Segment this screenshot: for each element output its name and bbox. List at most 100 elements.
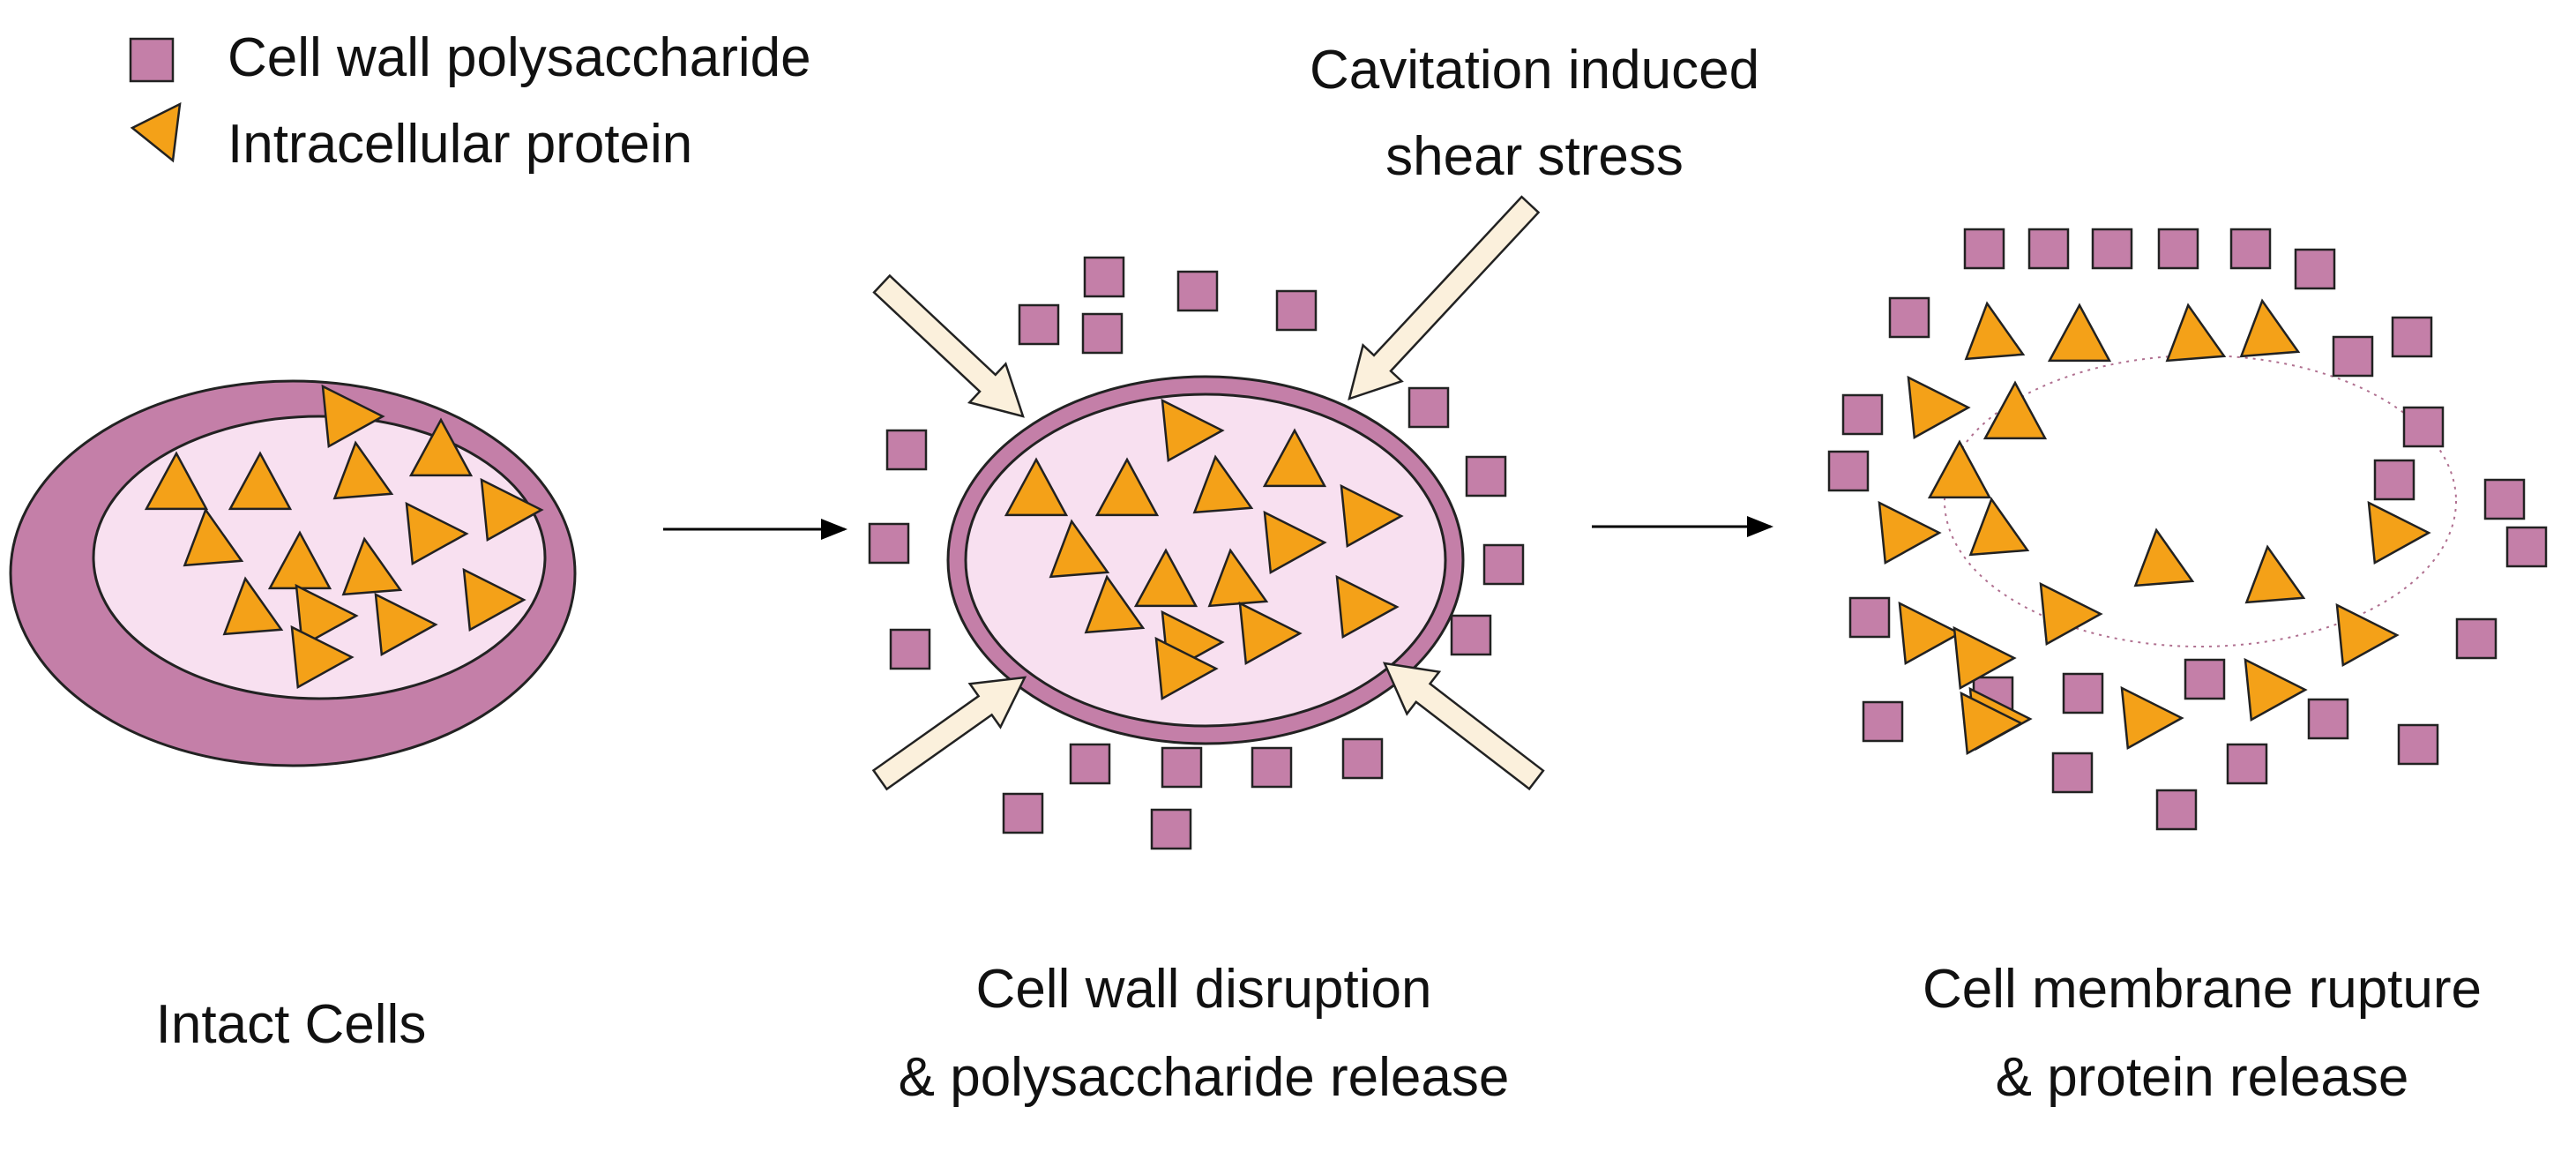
protein-triangle-icon: [321, 384, 385, 449]
protein-triangle-icon: [228, 451, 293, 511]
protein-triangle-icon: [2047, 303, 2112, 363]
polysaccharide-square-icon: [2062, 672, 2104, 714]
polysaccharide-square-icon: [1963, 228, 2005, 270]
polysaccharide-square-icon: [889, 628, 931, 670]
protein-triangle-icon: [1263, 510, 1327, 575]
polysaccharide-square-icon: [1407, 386, 1450, 429]
disrupted-cell: [868, 195, 1545, 850]
shear-stress-arrow-icon: [872, 273, 1025, 418]
disrupted-cell-proteins: [1004, 398, 1404, 701]
protein-triangle-icon: [1154, 636, 1219, 701]
protein-triangle-icon: [1968, 497, 2030, 557]
protein-triangle-icon: [2244, 657, 2308, 722]
protein-triangle-icon: [1953, 625, 2017, 691]
polysaccharide-square-icon: [2391, 316, 2433, 358]
shear-stress-arrow-icon: [1382, 662, 1545, 791]
polysaccharide-square-icon: [1176, 270, 1219, 312]
polysaccharide-square-icon: [1081, 312, 1124, 355]
disrupted-cell-cytoplasm: [964, 393, 1447, 728]
polysaccharide-square-icon: [2091, 228, 2133, 270]
polysaccharide-square-icon: [1341, 737, 1384, 780]
shear-stress-annotation: Cavitation induced shear stress: [1310, 40, 1759, 187]
protein-triangle-icon: [295, 583, 359, 648]
polysaccharide-square-icon: [1450, 614, 1492, 656]
protein-triangle-icon: [1927, 439, 1992, 499]
released-polysaccharides-final: [1827, 228, 2548, 831]
polysaccharide-square-icon: [1465, 455, 1507, 497]
polysaccharide-square-icon: [2483, 478, 2526, 520]
protein-triangle-icon: [144, 451, 209, 511]
legend: Cell wall polysaccharide Intracellular p…: [129, 27, 811, 175]
polysaccharide-square-icon: [2332, 335, 2374, 378]
polysaccharide-square-icon: [1862, 700, 1904, 743]
protein-triangle-icon: [2120, 685, 2184, 751]
polysaccharide-square-icon: [2184, 658, 2226, 700]
polysaccharide-square-icon: [2051, 752, 2094, 794]
protein-triangle-icon: [1335, 574, 1400, 640]
polysaccharide-square-icon: [885, 429, 928, 471]
protein-triangle-icon: [1004, 457, 1069, 517]
stage-3-caption-line2: & protein release: [1996, 1047, 2409, 1108]
ruptured-cell: [1827, 228, 2548, 831]
polysaccharide-square-icon: [1827, 450, 1870, 492]
protein-triangle-icon: [183, 507, 244, 567]
stage-2-caption-line1: Cell wall disruption: [976, 959, 1432, 1020]
shear-stress-arrow-icon: [1348, 195, 1541, 400]
polysaccharide-square-icon: [2157, 228, 2199, 270]
polysaccharide-square-icon: [1841, 393, 1884, 436]
protein-triangle-icon: [341, 536, 403, 596]
shear-stress-arrow-icon: [871, 676, 1027, 791]
protein-triangle-icon: [1049, 519, 1110, 579]
polysaccharide-square-icon: [1848, 596, 1891, 639]
protein-triangle-icon: [1133, 548, 1198, 608]
polysaccharide-square-icon: [2229, 228, 2272, 270]
protein-triangle-icon: [2335, 602, 2400, 668]
protein-triangle-icon: [290, 625, 355, 690]
polysaccharide-square-icon: [2294, 248, 2336, 290]
polysaccharide-square-icon: [1888, 296, 1930, 339]
stage-2-caption-line2: & polysaccharide release: [899, 1047, 1510, 1108]
protein-triangle-icon: [332, 440, 394, 500]
intact-cell: [9, 379, 577, 767]
polysaccharide-square-icon: [1069, 743, 1111, 785]
stage-3-caption-line1: Cell membrane rupture: [1923, 959, 2482, 1020]
polysaccharide-square-icon: [2373, 459, 2415, 501]
stage-1-caption: Intact Cells: [156, 994, 427, 1055]
protein-triangle-icon: [1964, 301, 2026, 361]
shear-stress-label-line2: shear stress: [1385, 126, 1684, 187]
polysaccharide-square-icon: [868, 522, 910, 565]
polysaccharide-square-icon: [1083, 256, 1125, 298]
legend-polysaccharide-label: Cell wall polysaccharide: [228, 27, 811, 88]
released-proteins: [1878, 298, 2431, 756]
polysaccharide-square-icon: [1150, 808, 1192, 850]
intact-cell-proteins: [144, 384, 544, 690]
polysaccharide-square-icon: [1275, 289, 1318, 332]
polysaccharide-square-icon: [1018, 303, 1060, 346]
legend-protein-label: Intracellular protein: [228, 114, 692, 175]
protein-triangle-icon: [462, 567, 526, 632]
polysaccharide-square-icon: [1482, 543, 1525, 586]
polysaccharide-square-icon: [2455, 617, 2498, 660]
protein-triangle-icon: [2244, 544, 2306, 604]
polysaccharide-square-icon: [2402, 406, 2445, 448]
protein-triangle-icon: [1094, 457, 1160, 517]
protein-triangle-icon: [1878, 500, 1942, 565]
protein-triangle-icon: [1340, 483, 1404, 549]
protein-triangle-icon: [1907, 375, 1971, 440]
protein-triangle-icon: [222, 576, 284, 636]
shear-stress-label-line1: Cavitation induced: [1310, 40, 1759, 101]
protein-triangle-icon: [1084, 574, 1146, 634]
protein-triangle-icon: [1207, 548, 1269, 608]
shear-stress-arrows: [871, 195, 1545, 791]
protein-triangle-icon: [374, 592, 438, 657]
polysaccharide-square-icon: [129, 37, 175, 83]
protein-triangle-icon: [1238, 601, 1303, 666]
protein-triangle-icon: [1898, 601, 1962, 666]
intact-cell-cytoplasm: [92, 415, 547, 700]
protein-triangle-icon: [480, 477, 544, 542]
polysaccharide-square-icon: [1251, 746, 1293, 789]
protein-triangle-icon: [2039, 581, 2103, 647]
released-polysaccharides: [868, 256, 1525, 850]
protein-triangle-icon: [2133, 527, 2195, 587]
